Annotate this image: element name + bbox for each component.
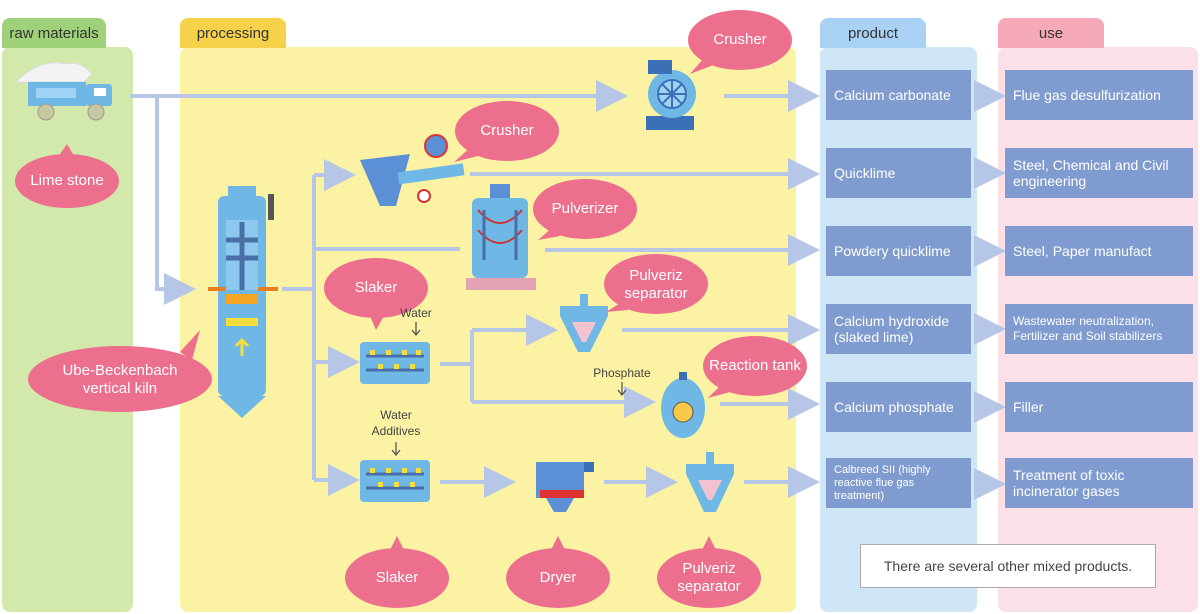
reaction-tank-icon xyxy=(661,372,705,438)
use-steel-paper: Steel, Paper manufact xyxy=(1005,226,1193,276)
note-box: There are several other mixed products. xyxy=(860,544,1156,588)
kiln-bubble: Ube-Beckenbach vertical kiln xyxy=(62,362,178,397)
dryer-bubble: Dryer xyxy=(539,569,577,586)
slaker-icon-2 xyxy=(360,460,430,502)
use-steel-chemical: Steel, Chemical and Civil engineering xyxy=(1005,148,1193,198)
use-toxic-gases: Treatment of toxic incinerator gases xyxy=(1005,458,1193,508)
product-powdery-quicklime: Powdery quicklime xyxy=(826,226,971,276)
additives-label: Additives xyxy=(371,424,421,438)
pulveriz-separator-bubble-1: Pulveriz separator xyxy=(624,267,688,302)
product-calcium-carbonate: Calcium carbonate xyxy=(826,70,971,120)
phosphate-label: Phosphate xyxy=(593,366,651,380)
dryer-icon xyxy=(536,462,594,512)
slaker-bubble-2: Slaker xyxy=(375,569,419,586)
use-wastewater: Wastewater neutralization, Fertilizer an… xyxy=(1005,304,1193,354)
use-filler: Filler xyxy=(1005,382,1193,432)
processing-header: processing xyxy=(180,18,286,48)
product-quicklime: Quicklime xyxy=(826,148,971,198)
raw-materials-header: raw materials xyxy=(2,18,106,48)
water-label-2: Water xyxy=(380,408,412,422)
crusher-bubble-1: Crusher xyxy=(713,31,767,48)
product-calcium-phosphate: Calcium phosphate xyxy=(826,382,971,432)
pulveriz-separator-bubble-2: Pulveriz separator xyxy=(677,560,741,595)
crusher-round-icon xyxy=(646,60,696,130)
crusher-feeder-icon xyxy=(360,134,465,206)
limestone-bubble: Lime stone xyxy=(30,172,104,189)
slaker-bubble-1: Slaker xyxy=(354,279,398,296)
product-calcium-hydroxide: Calcium hydroxide (slaked lime) xyxy=(826,304,971,354)
product-calbreed: Calbreed SII (highly reactive flue gas t… xyxy=(826,458,971,508)
product-header: product xyxy=(820,18,926,48)
crusher-bubble-2: Crusher xyxy=(480,122,534,139)
kiln-icon xyxy=(208,186,278,418)
slaker-icon-1 xyxy=(360,342,430,384)
use-flue-gas: Flue gas desulfurization xyxy=(1005,70,1193,120)
separator-icon-2 xyxy=(686,452,734,512)
truck-icon xyxy=(14,62,112,121)
pulverizer-icon xyxy=(466,184,536,290)
pulverizer-bubble: Pulverizer xyxy=(551,200,619,217)
water-label-1: Water xyxy=(400,306,432,320)
use-header: use xyxy=(998,18,1104,48)
raw-materials-column xyxy=(2,47,133,612)
reaction-tank-bubble: Reaction tank xyxy=(709,357,801,374)
separator-icon-1 xyxy=(560,294,608,352)
